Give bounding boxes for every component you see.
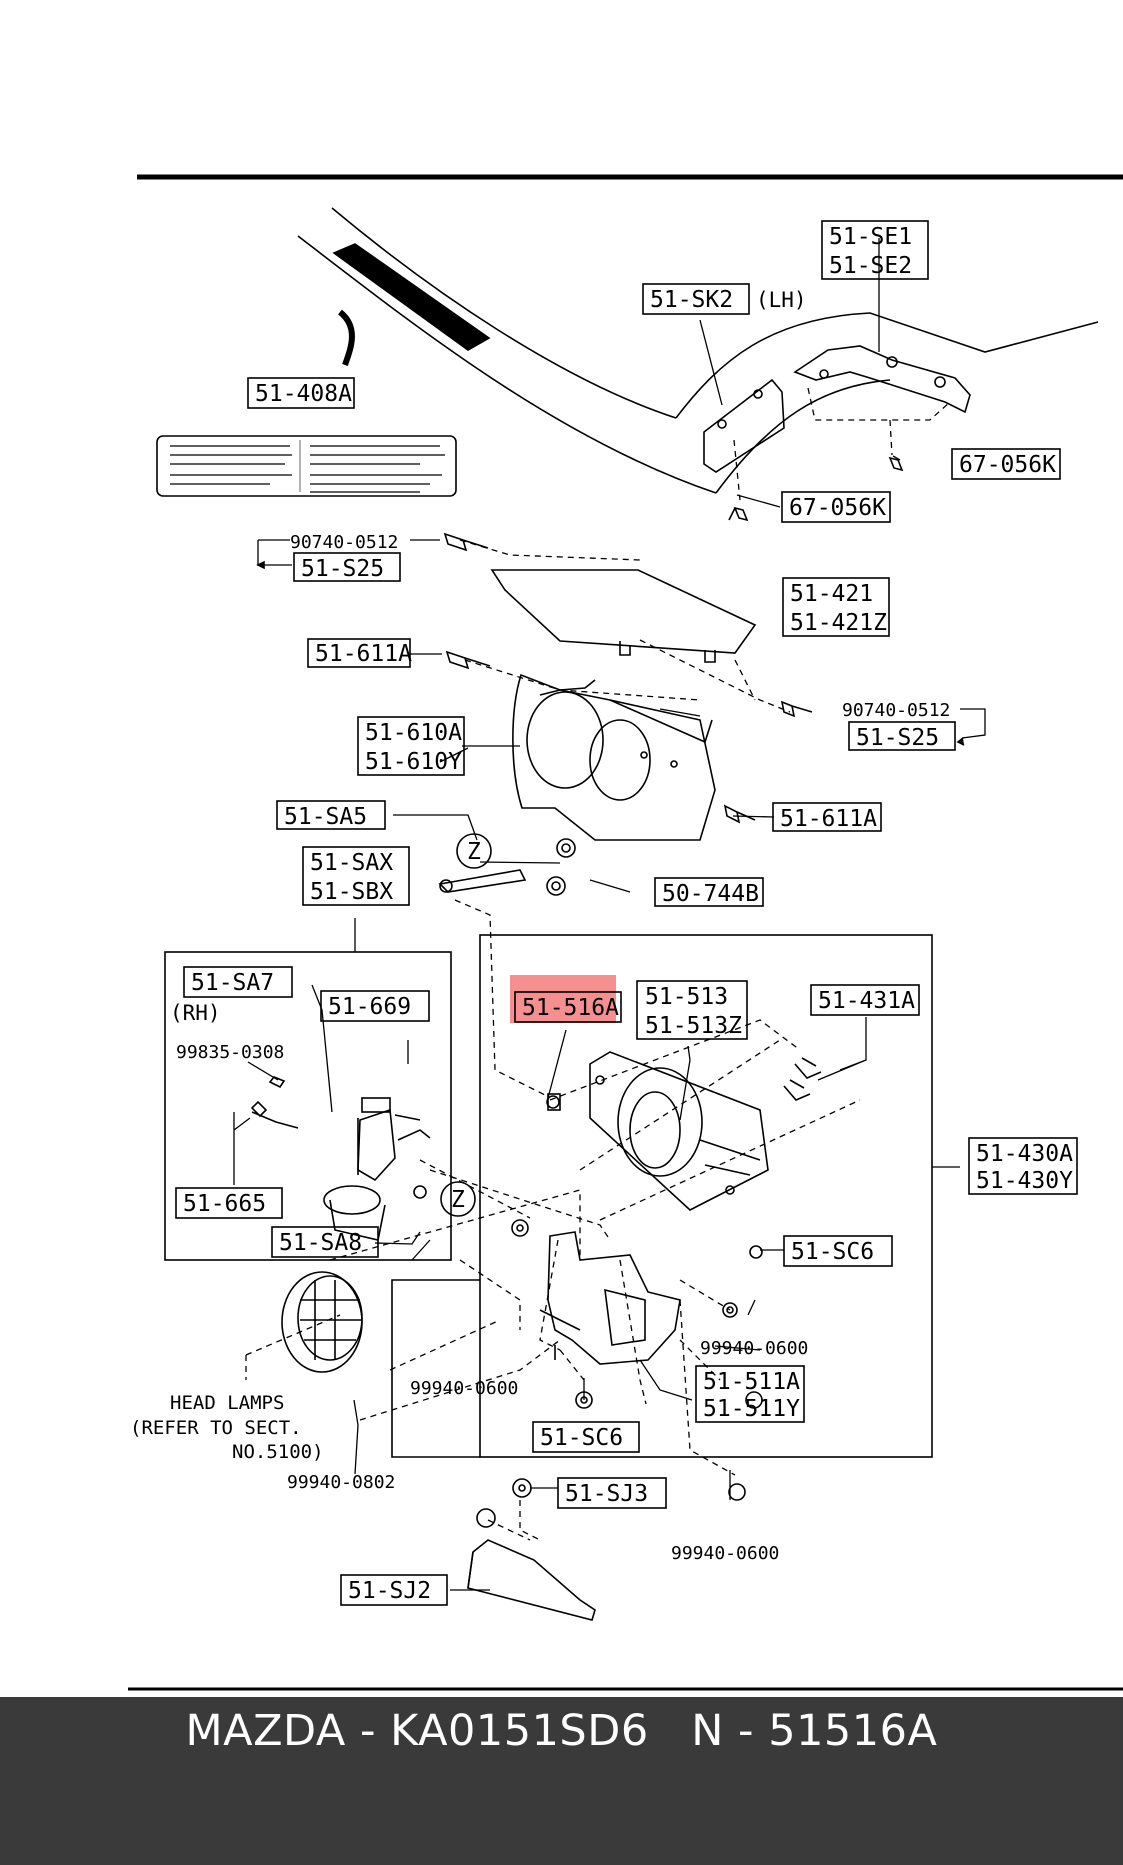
part-label: 51-431A bbox=[818, 988, 915, 1014]
part-label: 51-421Z bbox=[790, 610, 887, 636]
retractor-motor bbox=[323, 1097, 431, 1241]
caption-bar bbox=[0, 1697, 1123, 1865]
part-label: 51-516A bbox=[522, 995, 619, 1021]
part-label: 51-SC6 bbox=[540, 1425, 623, 1451]
part-number: 90740-0512 bbox=[842, 700, 950, 721]
note-text: NO.5100) bbox=[232, 1441, 324, 1463]
grommet-icon bbox=[476, 838, 763, 1528]
part-label: 67-056K bbox=[789, 495, 886, 521]
z-marker-icon bbox=[456, 833, 492, 869]
z-marker-icon bbox=[440, 1181, 476, 1217]
part-label: 51-SE1 bbox=[829, 224, 912, 250]
z-marker-label: Z bbox=[451, 1187, 465, 1213]
part-label: 51-SA5 bbox=[284, 804, 367, 830]
part-label: 51-611A bbox=[315, 641, 412, 667]
part-label: 51-SAX bbox=[310, 850, 393, 876]
note-text: HEAD LAMPS bbox=[170, 1392, 284, 1414]
boot-icon bbox=[547, 1093, 561, 1111]
retractor-lid-rh bbox=[793, 345, 971, 414]
part-label: 67-056K bbox=[959, 452, 1056, 478]
part-number: 99835-0308 bbox=[176, 1042, 284, 1063]
part-number: 99940-0802 bbox=[287, 1472, 395, 1493]
caution-label bbox=[156, 435, 457, 497]
part-label: 51-511A bbox=[703, 1369, 800, 1395]
part-label: 50-744B bbox=[662, 881, 759, 907]
retractor-lid-lh bbox=[703, 378, 785, 473]
part-label: 51-511Y bbox=[703, 1396, 800, 1422]
hood-panel bbox=[297, 207, 1099, 494]
part-label: 51-611A bbox=[780, 806, 877, 832]
part-label: 51-430A bbox=[976, 1141, 1073, 1167]
part-label: 51-SC6 bbox=[791, 1239, 874, 1265]
part-label: 51-421 bbox=[790, 581, 873, 607]
part-label: 51-S25 bbox=[856, 725, 939, 751]
highlight-box bbox=[510, 975, 616, 1023]
bracket-group-box bbox=[479, 934, 933, 1458]
retractor-lid bbox=[490, 569, 757, 663]
part-label: 51-669 bbox=[328, 994, 411, 1020]
part-label: 51-SE2 bbox=[829, 253, 912, 279]
caption-text: MAZDA - KA0151SD6 N - 51516A bbox=[185, 1706, 938, 1756]
part-label: 51-SBX bbox=[310, 879, 393, 905]
headlamp bbox=[281, 1271, 363, 1373]
part-label: 51-610Y bbox=[365, 749, 462, 775]
part-label: 51-SK2 bbox=[650, 287, 733, 313]
motor-bracket bbox=[589, 1051, 769, 1211]
part-label: 51-SA7 bbox=[191, 970, 274, 996]
note-text: (REFER TO SECT. bbox=[130, 1417, 302, 1439]
lamp-cover bbox=[467, 1539, 596, 1621]
part-label: 51-SJ3 bbox=[565, 1481, 648, 1507]
part-label: 51-408A bbox=[255, 381, 352, 407]
motor-group-box bbox=[164, 951, 452, 1261]
rod bbox=[438, 869, 527, 893]
lower-bracket bbox=[539, 1231, 681, 1365]
part-label: 51-430Y bbox=[976, 1168, 1073, 1194]
part-label: 51-513 bbox=[645, 984, 728, 1010]
part-label: 51-SA8 bbox=[279, 1230, 362, 1256]
retractor-frame bbox=[512, 673, 716, 841]
part-number: 99940-0600 bbox=[700, 1338, 808, 1359]
part-number: 90740-0512 bbox=[290, 532, 398, 553]
part-label: 51-513Z bbox=[645, 1013, 742, 1039]
part-number: 99940-0600 bbox=[410, 1378, 518, 1399]
z-marker-label: Z bbox=[467, 839, 481, 865]
bolt-icon bbox=[250, 1076, 299, 1129]
bolt-icon bbox=[443, 456, 904, 1101]
part-label: 51-S25 bbox=[301, 556, 384, 582]
part-label: 51-SJ2 bbox=[348, 1578, 431, 1604]
part-label: 51-665 bbox=[183, 1191, 266, 1217]
side-label: (LH) bbox=[756, 288, 807, 312]
part-number: 99940-0600 bbox=[671, 1543, 779, 1564]
part-label: 51-610A bbox=[365, 720, 462, 746]
side-label: (RH) bbox=[170, 1001, 221, 1025]
